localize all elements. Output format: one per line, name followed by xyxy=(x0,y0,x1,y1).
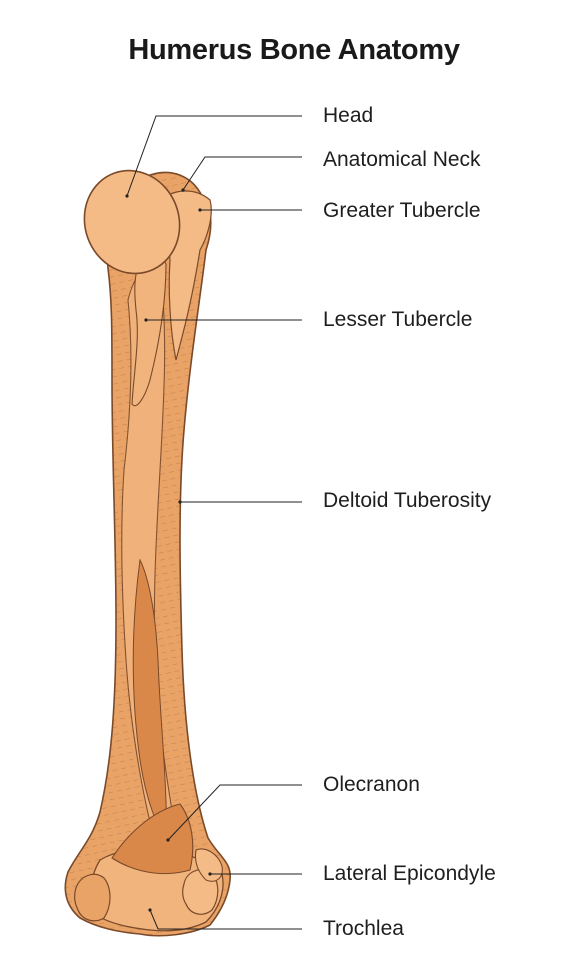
leader-dot-deltoid-tuberosity xyxy=(178,500,182,504)
leader-head xyxy=(126,115,302,197)
label-greater-tubercle: Greater Tubercle xyxy=(323,199,481,222)
leader-dot-head xyxy=(125,194,129,198)
lesser-tubercle-shape xyxy=(131,253,167,407)
lateral-epicondyle-shape xyxy=(194,848,223,882)
leader-dot-trochlea xyxy=(148,908,152,912)
diagram-title: Humerus Bone Anatomy xyxy=(128,34,460,66)
label-anatomical-neck: Anatomical Neck xyxy=(323,148,481,171)
leader-dot-anatomical-neck xyxy=(181,188,185,192)
leader-trochlea xyxy=(149,909,302,930)
trochlea-shape xyxy=(74,873,111,922)
humeral-head xyxy=(83,169,181,275)
leader-dot-lateral-epicondyle xyxy=(208,872,212,876)
leader-dot-greater-tubercle xyxy=(198,208,202,212)
leader-anatomical-neck xyxy=(182,156,302,191)
olecranon-fossa xyxy=(111,803,194,875)
leader-olecranon xyxy=(167,784,302,841)
leader-dot-olecranon xyxy=(166,838,170,842)
label-olecranon: Olecranon xyxy=(323,773,420,796)
label-lesser-tubercle: Lesser Tubercle xyxy=(323,308,473,331)
label-trochlea: Trochlea xyxy=(323,917,404,940)
label-lateral-epicondyle: Lateral Epicondyle xyxy=(323,862,496,885)
leader-dot-lesser-tubercle xyxy=(144,318,148,322)
label-head: Head xyxy=(323,104,374,127)
label-deltoid-tuberosity: Deltoid Tuberosity xyxy=(323,489,492,512)
